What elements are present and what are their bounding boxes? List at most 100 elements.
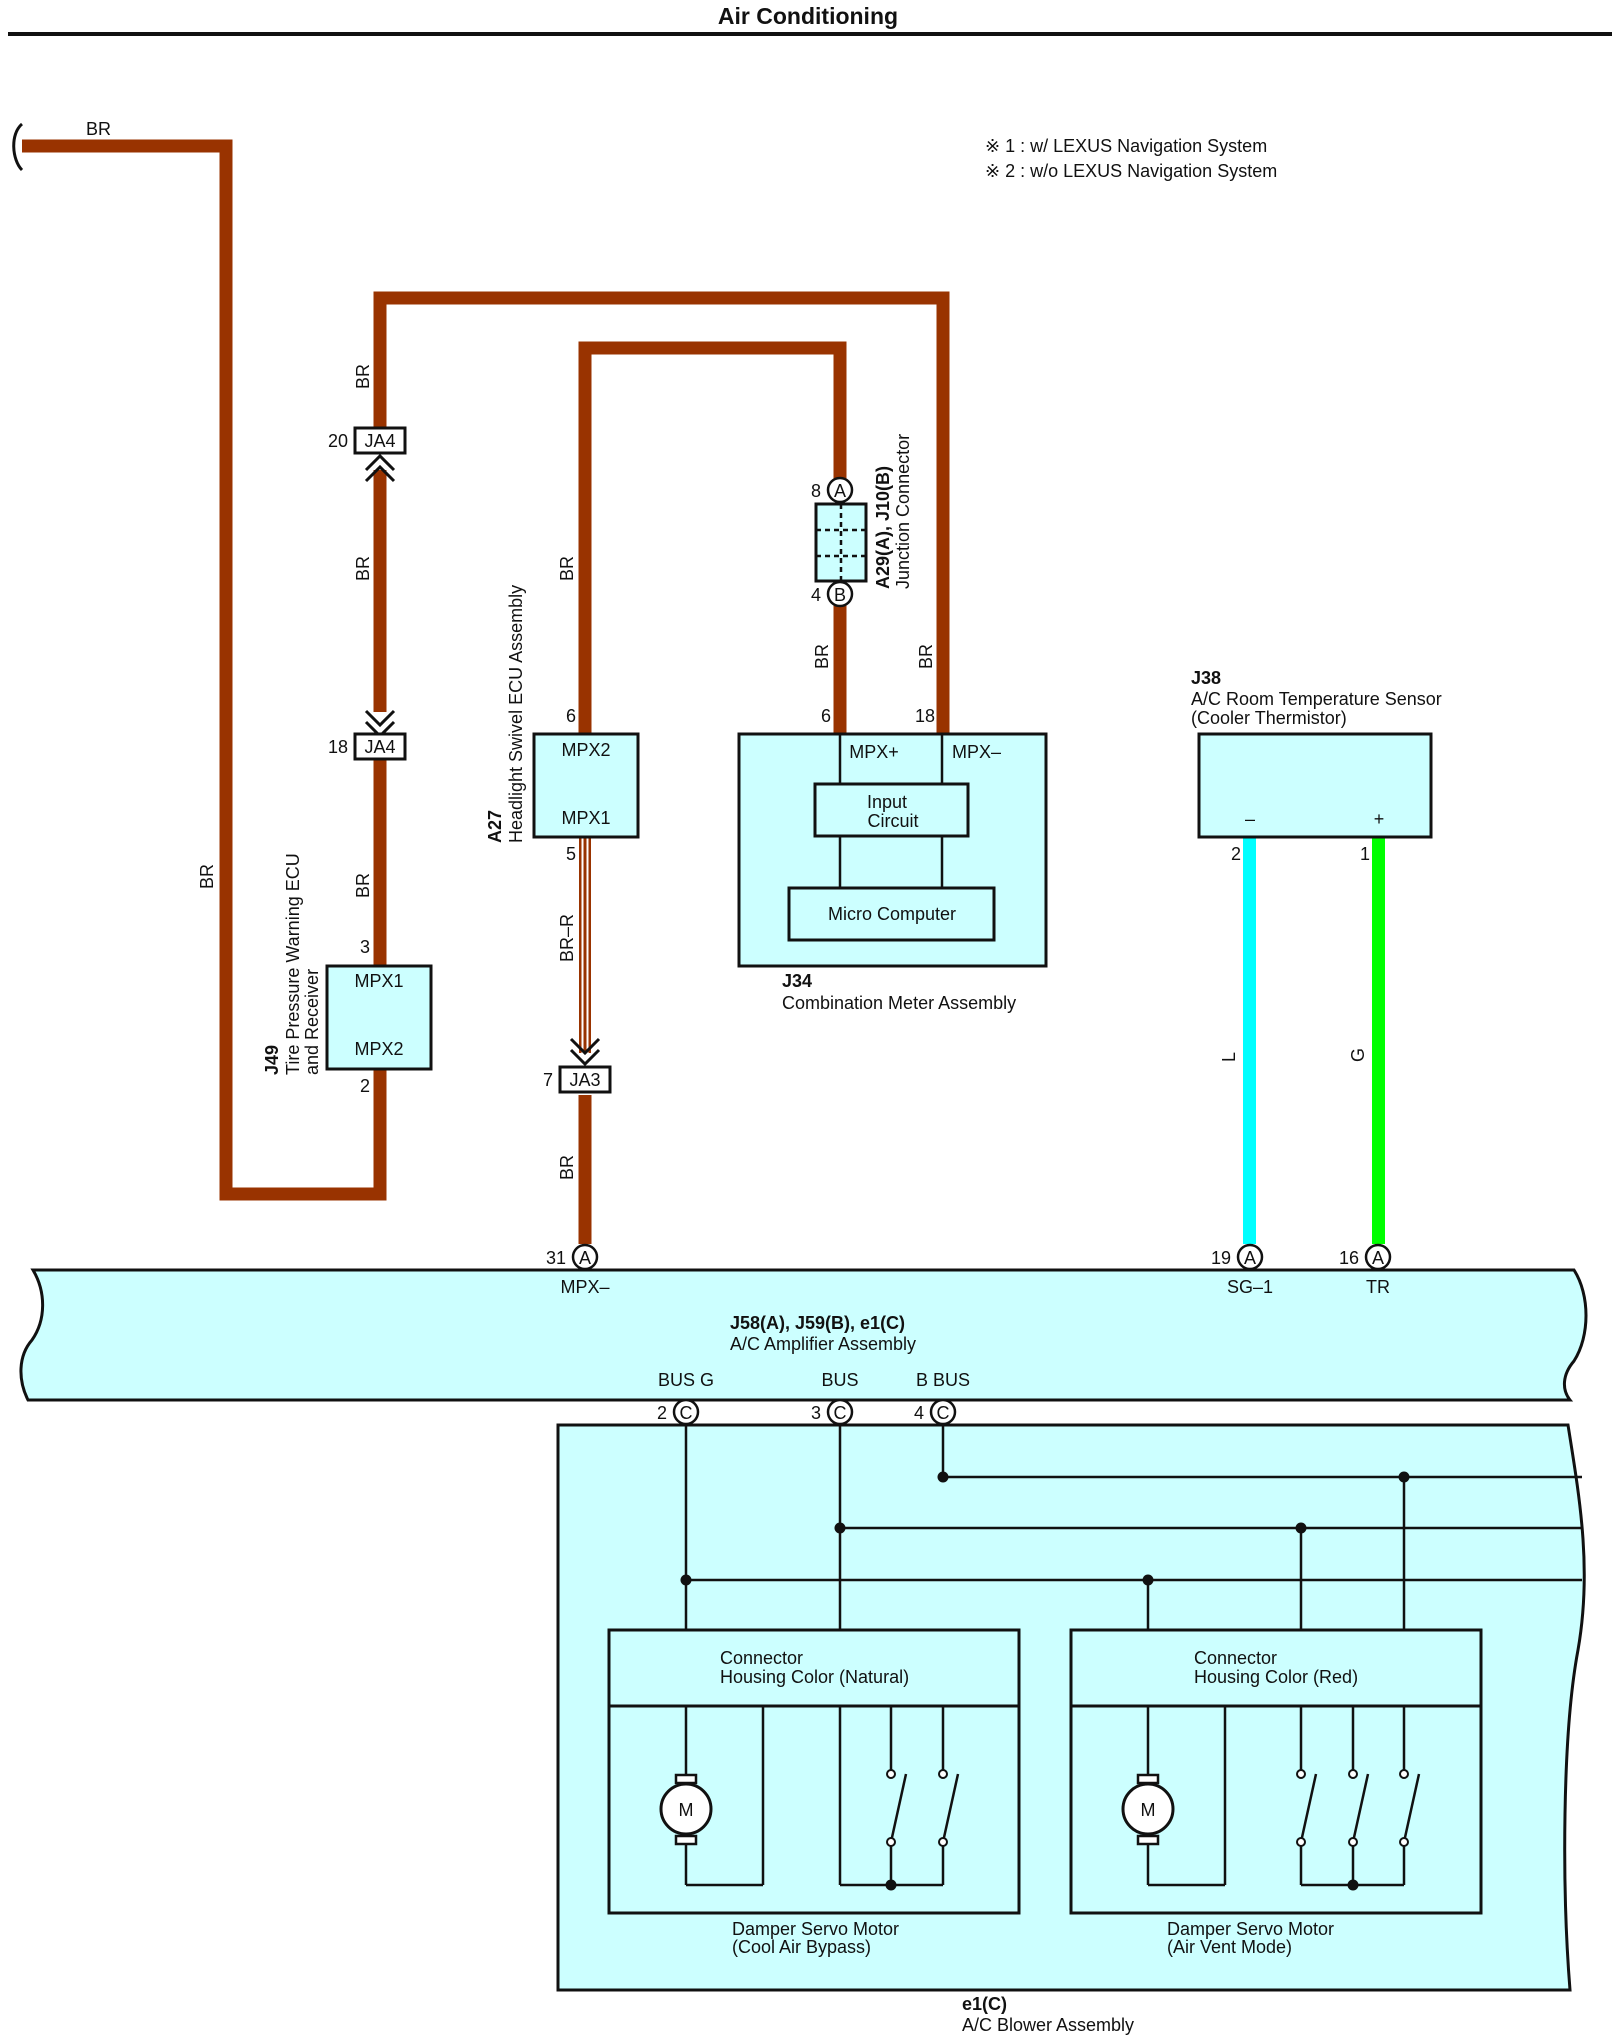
switch-blade: [889, 1773, 908, 1843]
connector-ja4-bottom-box: [353, 732, 407, 761]
pin-ja4-bottom: 18: [328, 737, 348, 757]
chevron-down-icon: [569, 1037, 601, 1067]
pin-j38-minus: 2: [1231, 844, 1241, 864]
wire-label-g: G: [1348, 1048, 1368, 1062]
pin-b-bus: 4: [914, 1403, 924, 1423]
page-title: Air Conditioning: [718, 3, 898, 29]
servo2-housing-line2: Housing Color (Red): [1194, 1667, 1358, 1687]
junction-top-marker: [826, 476, 854, 504]
j38-code: J38: [1191, 668, 1221, 688]
pin-ja4-top: 20: [328, 431, 348, 451]
component-a27: MPX2 MPX1 6 5 A27 Headlight Swivel ECU A…: [485, 585, 640, 864]
j34-input-line1: Input: [867, 792, 907, 812]
wire-br-r-body: [579, 838, 591, 1053]
wire-br-a27-junction: [578, 341, 847, 734]
servo2-junction: [1347, 1879, 1359, 1891]
servo2-circuit: [1146, 1706, 1421, 1887]
j38-name-line2: (Cooler Thermistor): [1191, 708, 1347, 728]
servo2-name-line2: (Air Vent Mode): [1167, 1937, 1292, 1957]
servo-cool-air-bypass: Connector Housing Color (Natural): [607, 1628, 1021, 1957]
servo1-housing-line1: Connector: [720, 1648, 803, 1668]
amp-terminal-bus-g: BUS G: [658, 1370, 714, 1390]
j34-micro-label: Micro Computer: [828, 904, 956, 924]
amp-terminal-sg1: SG–1: [1227, 1277, 1273, 1297]
wire-label-br-1: BR: [86, 119, 111, 139]
motor-icon: M: [1121, 1773, 1175, 1846]
wire-br-r: [579, 838, 591, 1053]
amp-terminal-mpx-minus: MPX–: [560, 1277, 609, 1297]
j34-box: [737, 732, 1048, 968]
br-wires: [22, 139, 950, 1244]
component-amplifier: A 31 A 19 A 16 MPX– SG–1 TR J58(A), J59(…: [19, 1243, 1588, 1402]
pin-junction-top: 8: [811, 481, 821, 501]
junction-bottom-letter: B: [834, 585, 846, 605]
amp-letter-tr: A: [1372, 1248, 1384, 1268]
bus-junctions: [680, 1471, 1410, 1586]
junction-connector: A 8 B 4 A29(A), J10(B) Junction Connecto…: [811, 434, 913, 608]
blower-letter-bus: C: [834, 1403, 847, 1423]
wire-label-l: L: [1219, 1052, 1239, 1062]
note-2: ※ 2 : w/o LEXUS Navigation System: [985, 161, 1277, 181]
wire-label-br-3: BR: [353, 364, 373, 389]
j34-terminal-mpx-plus: MPX+: [849, 742, 899, 762]
servo2-box: [1069, 1628, 1483, 1915]
switch-blade: [1299, 1773, 1318, 1843]
amp-name: A/C Amplifier Assembly: [730, 1334, 916, 1354]
amplifier-box: [19, 1268, 1588, 1402]
wire-start-bracket: [12, 122, 24, 172]
connector-ja3: JA3 7: [543, 1037, 612, 1094]
j38-box: [1197, 732, 1433, 839]
wire-label-br-2: BR: [197, 864, 217, 889]
connector-ja3-box: [558, 1065, 612, 1094]
amp-marker-sg1: [1236, 1243, 1264, 1271]
j34-name: Combination Meter Assembly: [782, 993, 1016, 1013]
j49-name-line1: Tire Pressure Warning ECU: [283, 853, 303, 1075]
j34-micro-computer: [787, 886, 996, 942]
junction-name: Junction Connector: [893, 434, 913, 589]
wire-br-from-left: [22, 139, 387, 1201]
pin-j38-plus: 1: [1360, 844, 1370, 864]
wire-color-labels: BR BR BR BR BR BR BR–R BR BR BR L G: [86, 119, 1368, 1180]
amp-letter-sg1: A: [1244, 1248, 1256, 1268]
a27-name: Headlight Swivel ECU Assembly: [506, 585, 526, 843]
pin-amp-tr: 16: [1339, 1248, 1359, 1268]
component-j49: MPX1 MPX2 3 2 J49 Tire Pressure Warning …: [262, 853, 433, 1096]
connector-ja4-top-label: JA4: [364, 431, 395, 451]
servo2-housing-line1: Connector: [1194, 1648, 1277, 1668]
servo1-name-line1: Damper Servo Motor: [732, 1919, 899, 1939]
bus-wiring: [684, 1424, 1582, 1630]
j49-code: J49: [262, 1045, 282, 1075]
servo2-motor-label: M: [1141, 1800, 1156, 1820]
blower-code: e1(C): [962, 1994, 1007, 2014]
switch-blade: [1351, 1773, 1370, 1843]
amp-terminal-b-bus: B BUS: [916, 1370, 970, 1390]
servo1-junction: [885, 1879, 897, 1891]
amp-terminal-bus: BUS: [821, 1370, 858, 1390]
pin-amp-mpx-minus: 31: [546, 1248, 566, 1268]
a27-code: A27: [485, 810, 505, 843]
pin-a27-mpx1: 5: [566, 844, 576, 864]
chevron-up-icon: [364, 453, 396, 483]
pin-j34-mpx-plus: 6: [821, 706, 831, 726]
j34-code: J34: [782, 971, 812, 991]
pin-junction-bottom: 4: [811, 585, 821, 605]
wire-br-top-loop: [373, 291, 950, 734]
pin-j49-mpx2: 2: [360, 1076, 370, 1096]
note-1: ※ 1 : w/ LEXUS Navigation System: [985, 136, 1267, 156]
wire-label-br-4: BR: [353, 556, 373, 581]
wire-label-br-9: BR: [916, 644, 936, 669]
servo-air-vent-mode: Connector Housing Color (Red): [1069, 1628, 1483, 1957]
blower-name: A/C Blower Assembly: [962, 2015, 1134, 2035]
junction-code: A29(A), J10(B): [873, 466, 893, 589]
amp-marker-tr: [1364, 1243, 1392, 1271]
j38-minus: –: [1245, 809, 1255, 829]
amp-marker-mpx-minus: [571, 1243, 599, 1271]
servo2-name-line1: Damper Servo Motor: [1167, 1919, 1334, 1939]
j38-name-line1: A/C Room Temperature Sensor: [1191, 689, 1442, 709]
servo1-circuit: [684, 1706, 960, 1887]
wire-label-br-6: BR: [557, 556, 577, 581]
wire-g: [1372, 838, 1385, 1244]
a27-box: [532, 732, 640, 839]
switch-blade: [941, 1773, 960, 1843]
